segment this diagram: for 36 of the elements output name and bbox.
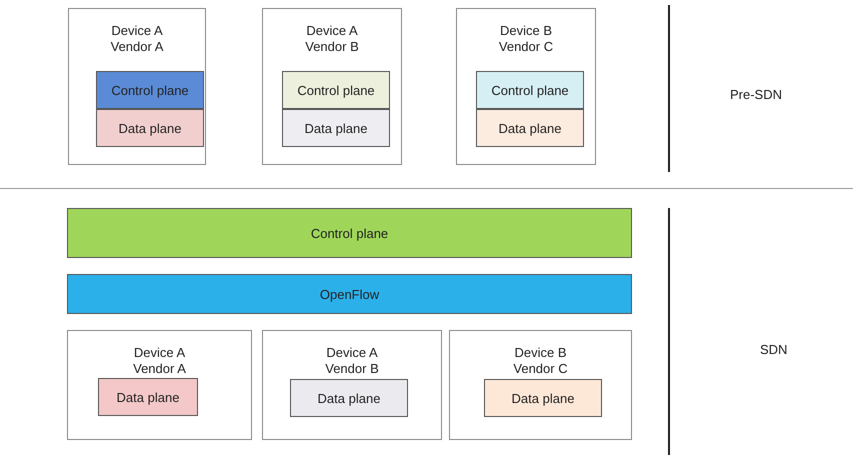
data-plane-box [476,109,584,147]
data-plane-box [98,378,198,416]
plane-label: Control plane [297,82,375,98]
device-box [67,330,252,440]
plane-label: Data plane [118,120,182,136]
device-label: Device B Vendor C [498,23,554,55]
device-label: Device A Vendor A [132,345,187,377]
data-plane-box [282,109,390,147]
plane-label: OpenFlow [320,286,380,302]
plane-label: Data plane [498,120,562,136]
plane-label: Control plane [111,82,189,98]
control-plane-box [96,71,204,109]
device-box [262,330,442,440]
plane-label: Data plane [318,390,380,406]
plane-label: Data plane [304,120,368,136]
control-plane-box [282,71,390,109]
control-plane-box [476,71,584,109]
data-plane-box [290,379,408,417]
data-plane-box [484,379,602,417]
openflow-bar [67,274,632,314]
device-label: Device B Vendor C [512,345,569,377]
device-box [456,8,596,165]
plane-label: Data plane [512,390,574,406]
device-label: Device A Vendor B [324,345,380,377]
device-label: Device A Vendor B [304,23,360,55]
control-plane-bar [67,208,632,258]
device-label: Device A Vendor A [110,23,164,55]
section-label: Pre-SDN [730,87,782,102]
data-plane-box [96,109,204,147]
device-box [449,330,632,440]
plane-label: Control plane [310,226,388,240]
plane-label: Control plane [491,82,569,98]
plane-label: Data plane [116,390,180,404]
device-box [262,8,402,165]
device-box [68,8,206,165]
section-label: SDN [760,342,788,357]
